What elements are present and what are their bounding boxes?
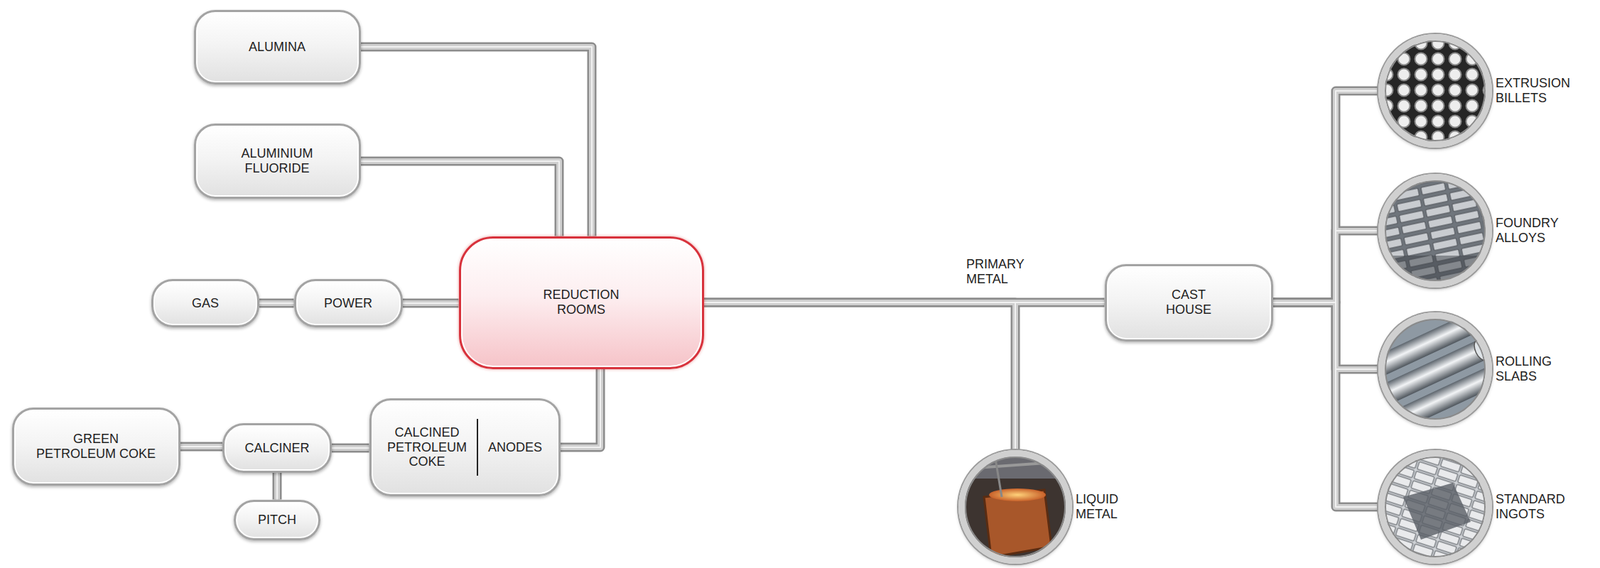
process-box: CALCINED PETROLEUM COKE ANODES [369,398,561,497]
box-label: GAS [191,296,219,312]
ingots-photo [1378,450,1493,565]
pipe-connector [180,444,224,450]
box-label: CALCINER [244,441,310,457]
pipe-connector [360,161,560,237]
divider-line [476,419,479,477]
product-label: LIQUID METAL [1075,492,1119,522]
pipe-connector [360,46,593,237]
pipe-highlight [180,446,224,448]
product-label: STANDARD INGOTS [1495,492,1566,522]
product-circle: ROLLING SLABS [1378,312,1493,427]
input-box: GAS [151,279,260,328]
pipe-highlight [259,302,295,305]
pipe-outline [1273,302,1380,508]
pipe-outline [259,299,295,309]
product-label: FOUNDRY ALLOYS [1495,215,1559,246]
box-label: ANODES [488,440,543,456]
box-label: GREEN PETROLEUM COKE [34,431,158,462]
pipe-highlight [560,369,602,449]
process-box: CAST HOUSE [1104,264,1274,342]
input-box: GREEN PETROLEUM COKE [12,407,181,486]
pipe-highlight [1273,230,1380,303]
liquid-metal-photo [958,450,1073,565]
pipe-connector [1273,230,1380,303]
pipes [180,46,1380,508]
pipe-outline [1273,90,1380,303]
input-box: PITCH [233,500,321,541]
box-label: CAST HOUSE [1165,287,1212,317]
pipe-connector [402,300,459,307]
flow-label: PRIMARY METAL [964,257,1026,287]
pipe-shines [180,46,1380,508]
pipe-connector [1273,90,1380,303]
pipe-connector [331,445,370,452]
product-circle: EXTRUSION BILLETS [1378,34,1493,148]
pipe-outline [360,46,593,237]
pipe-outline [560,369,602,449]
pipe-connector [1273,302,1380,508]
pipe-highlight [276,473,278,501]
pipe-connector [704,302,1016,451]
reduction-box: REDUCTION ROOMS [458,236,705,370]
foundry-photo [1378,174,1493,292]
pipe-connector [274,473,280,501]
pipe-outline [1273,302,1380,370]
product-circle: FOUNDRY ALLOYS [1378,174,1493,288]
pipe-connector [259,300,295,307]
product-label: ROLLING SLABS [1495,354,1552,384]
input-box: POWER [294,279,403,328]
pipe-outline [331,444,370,454]
pipe-highlight [1273,90,1380,303]
pipe-highlight [360,46,593,237]
box-label: POWER [323,296,373,312]
box-label: CALCINED PETROLEUM COKE [387,425,467,470]
input-box: ALUMINIUM FLUORIDE [193,123,361,199]
input-box: ALUMINA [193,9,361,85]
pipe-outline [360,161,560,237]
product-label: EXTRUSION BILLETS [1495,76,1571,106]
process-box: CALCINER [222,423,332,474]
pipe-outline [704,302,1016,451]
pipe-shadows [180,46,1380,508]
product-circle: STANDARD INGOTS [1378,450,1493,565]
pipe-connector [560,369,602,449]
box-label: ALUMINIUM FLUORIDE [240,146,313,176]
billets-photo [1378,34,1493,148]
box-label: REDUCTION ROOMS [543,287,620,317]
pipe-highlight [1273,302,1380,370]
rolling-photo [1361,312,1503,435]
pipe-highlight [360,161,560,237]
box-label: PITCH [257,512,297,528]
box-label: ALUMINA [248,39,306,55]
pipe-outline [402,299,459,309]
pipe-highlight [1273,302,1380,508]
pipe-connector [1273,302,1380,370]
pipe-outline [272,473,283,501]
pipe-outline [1273,230,1380,303]
pipe-outline [180,442,224,452]
product-circle: LIQUID METAL [958,450,1073,565]
pipe-highlight [704,302,1016,451]
pipe-highlight [402,302,459,305]
pipe-highlight [331,447,370,450]
